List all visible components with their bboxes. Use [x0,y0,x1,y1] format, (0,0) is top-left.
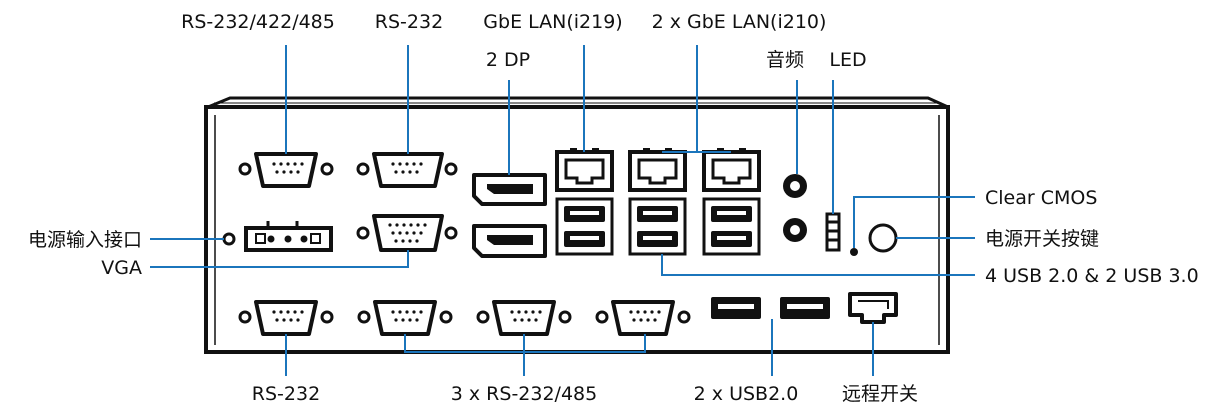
usb-stack-2 [628,197,687,256]
label-power-input: 电源输入接口 [28,229,142,251]
chassis [204,96,950,354]
led-indicators [825,212,841,252]
leader-lines [150,45,975,376]
serial-port-rs232-422-485 [238,152,334,188]
label-audio: 音频 [766,49,804,71]
usb20-bottom-2 [780,297,830,319]
label-rs232-top: RS-232 [375,11,443,33]
label-gbe-lan-i219: GbE LAN(i219) [483,11,622,33]
label-clear-cmos: Clear CMOS [985,187,1097,209]
lan-port-i210-1 [628,148,687,192]
label-vga: VGA [101,257,142,279]
displayport-top [472,173,547,206]
leader-vga [150,250,409,268]
label-power-button: 电源开关按键 [985,228,1099,250]
usb-stack-3 [702,197,761,256]
label-usb-ports: 4 USB 2.0 & 2 USB 3.0 [985,265,1199,287]
leader-usb-ports [661,254,975,276]
power-input-terminal [222,221,333,252]
label-dp: 2 DP [486,49,530,71]
lan-port-i219 [555,148,614,192]
power-button-icon [868,223,898,253]
serial-port-rs232-485-1 [357,300,453,336]
label-rs232-bottom: RS-232 [252,383,320,405]
vga-port [356,214,458,252]
label-led: LED [829,49,866,71]
label-rs232-485: 3 x RS-232/485 [451,383,597,405]
label-usb20: 2 x USB2.0 [694,383,799,405]
clear-cmos-hole [850,248,858,256]
displayport-bottom [472,224,547,258]
usb-stack-1 [555,197,614,256]
label-gbe-lan-i210: 2 x GbE LAN(i210) [652,11,827,33]
leader-clear-cmos [853,196,975,248]
remote-switch-port [848,292,898,324]
serial-port-rs232-485-2 [476,300,572,336]
lan-port-i210-2 [702,148,761,192]
serial-port-rs232-485-3 [595,300,691,336]
usb20-bottom-1 [711,297,761,319]
serial-port-rs232-bottom-left [238,300,334,336]
audio-jacks [783,174,807,242]
serial-port-rs232-top [356,152,458,188]
label-remote-switch: 远程开关 [842,383,918,405]
label-rs232-422-485: RS-232/422/485 [181,11,335,33]
